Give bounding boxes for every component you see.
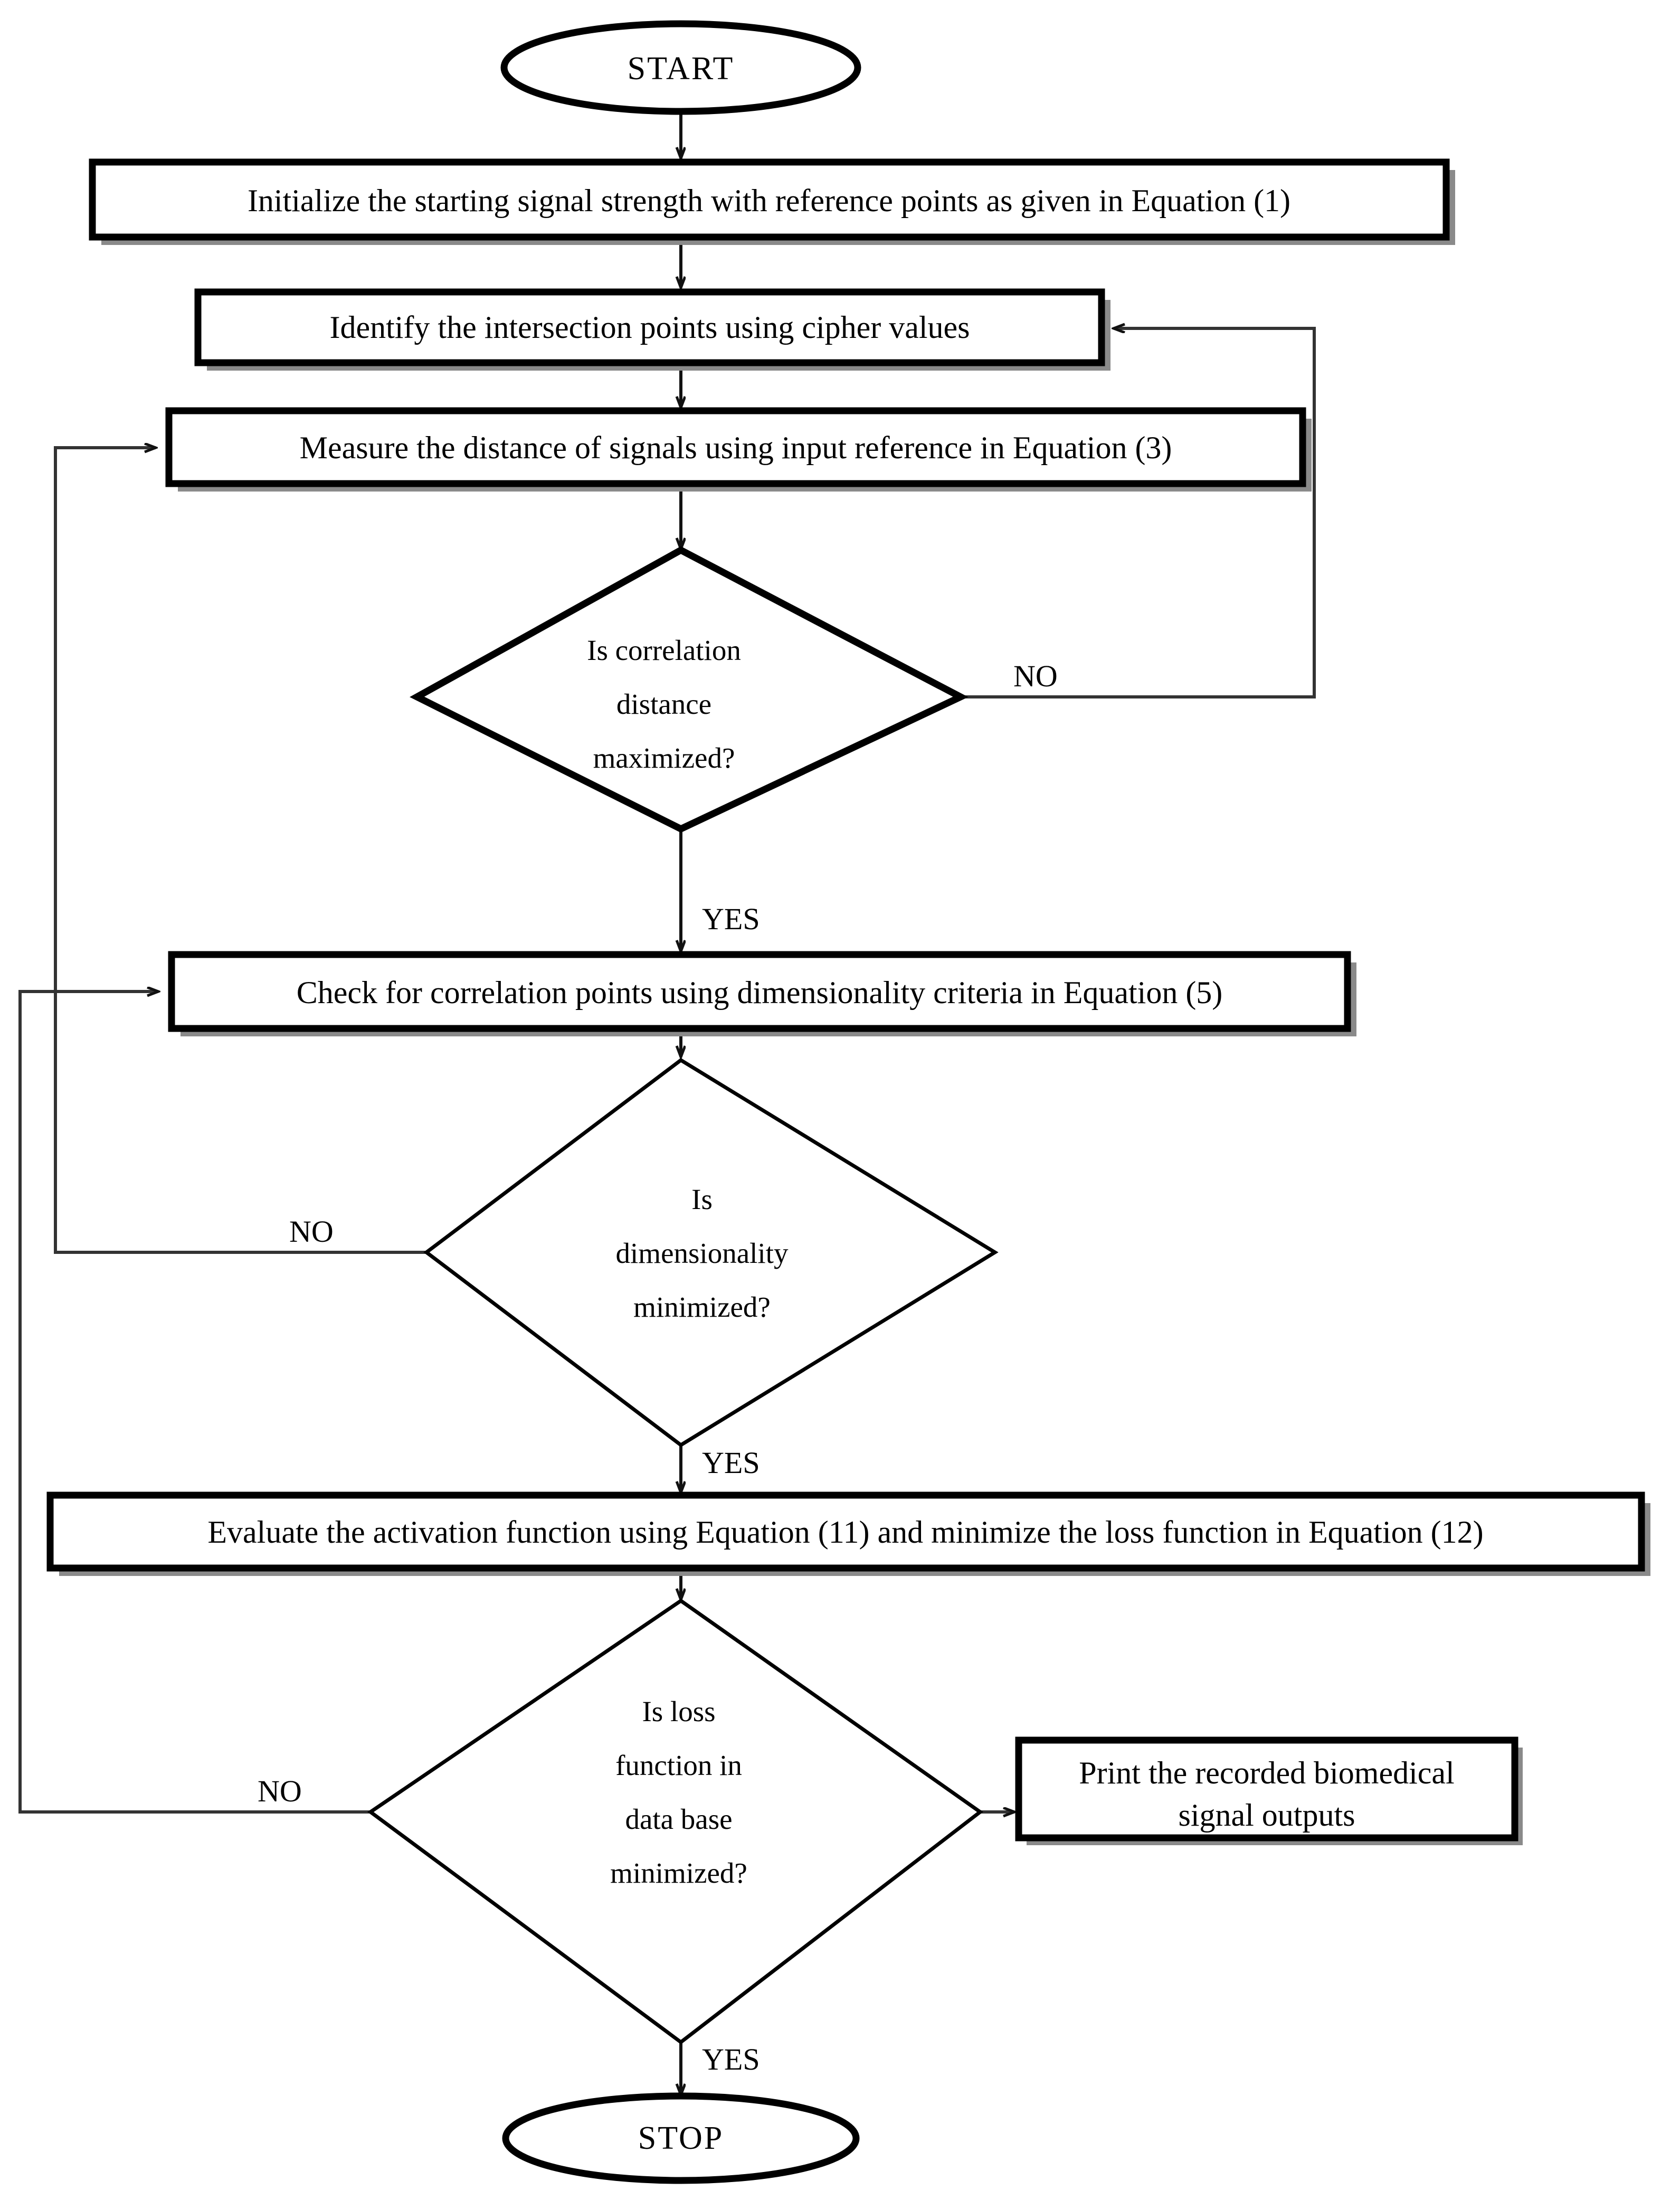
node-stop-label: STOP [638,2120,724,2156]
node-check-correlation[interactable]: Check for correlation points using dimen… [168,951,1356,1036]
label-correlation-yes: YES [702,902,760,936]
decision-loss-line1: Is loss [642,1695,715,1727]
node-start-label: START [628,51,735,87]
decision-dimensionality-line3: minimized? [633,1291,771,1323]
decision-correlation-line1: Is correlation [587,634,741,666]
label-loss-yes: YES [702,2042,760,2076]
node-measure-label: Measure the distance of signals using in… [300,430,1172,465]
node-evaluate[interactable]: Evaluate the activation function using E… [46,1491,1650,1576]
node-print-output-line2: signal outputs [1178,1798,1355,1833]
decision-dimensionality-line2: dimensionality [616,1237,789,1269]
node-print-output[interactable]: Print the recorded biomedical signal out… [1015,1736,1523,1845]
node-stop[interactable]: STOP [502,2092,860,2184]
label-loss-no: NO [258,1774,302,1808]
node-initialize-label: Initialize the starting signal strength … [248,183,1290,218]
decision-dimensionality-line1: Is [691,1183,713,1215]
node-decision-loss[interactable]: Is loss function in data base minimized? [367,1598,983,2045]
decision-loss-line3: data base [625,1803,732,1835]
decision-correlation-line2: distance [616,688,711,720]
edge-loss-no-loop [18,992,371,1814]
edge-correlation-no-loop [962,328,1316,698]
node-check-correlation-label: Check for correlation points using dimen… [297,975,1223,1010]
label-dimensionality-no: NO [289,1214,334,1249]
label-correlation-no: NO [1013,659,1058,693]
decision-correlation-line3: maximized? [593,742,735,774]
edge-dimensionality-no-loop [54,448,426,1254]
node-identify[interactable]: Identify the intersection points using c… [194,288,1110,371]
node-decision-dimensionality[interactable]: Is dimensionality minimized? [423,1057,999,1448]
decision-loss-line2: function in [615,1749,742,1781]
node-decision-correlation[interactable]: Is correlation distance maximized? [410,546,969,833]
label-dimensionality-yes: YES [702,1446,760,1480]
node-evaluate-label: Evaluate the activation function using E… [207,1515,1483,1550]
decision-loss-line4: minimized? [610,1857,747,1889]
node-print-output-line1: Print the recorded biomedical [1079,1755,1454,1790]
node-measure[interactable]: Measure the distance of signals using in… [165,407,1312,492]
node-start[interactable]: START [500,20,861,115]
node-initialize[interactable]: Initialize the starting signal strength … [89,158,1455,245]
node-identify-label: Identify the intersection points using c… [329,310,970,345]
